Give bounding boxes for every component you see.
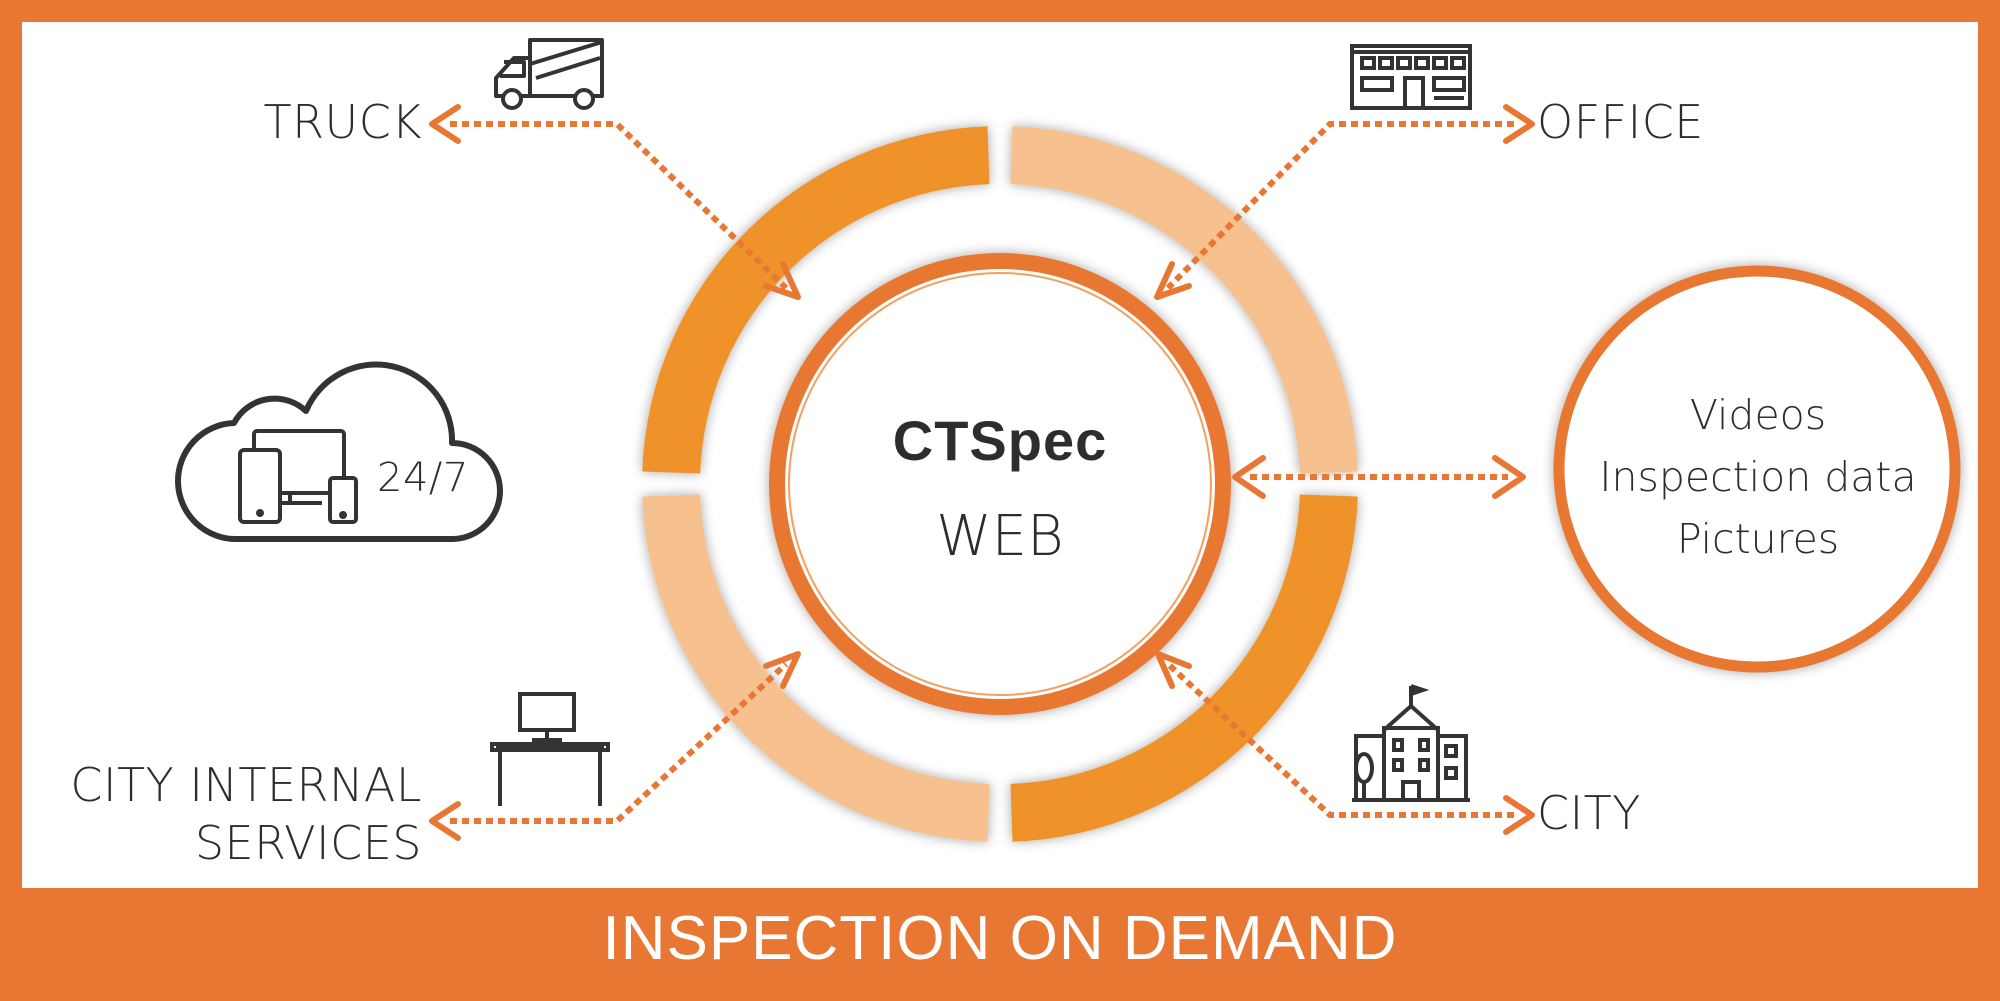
devices-icon xyxy=(238,429,358,524)
availability-caption: 24/7 xyxy=(377,455,469,501)
truck-arrowhead xyxy=(429,104,461,144)
internal-center-arrowhead xyxy=(763,651,801,689)
storage-item: Inspection data xyxy=(1599,453,1917,501)
office-center-arrowhead xyxy=(1154,261,1192,300)
outer-ring-segments xyxy=(642,126,1358,842)
storage-list: Videos Inspection data Pictures xyxy=(1558,384,1958,570)
footer-bar xyxy=(0,888,2000,1001)
ring-segment-3 xyxy=(642,494,990,842)
truck-icon xyxy=(494,38,604,110)
desk-computer-icon xyxy=(490,692,610,806)
ring-segment-2 xyxy=(1010,494,1358,842)
storage-ring xyxy=(1553,265,1961,673)
office-building-icon xyxy=(1350,44,1472,110)
internal-services-arrowhead xyxy=(429,801,461,841)
center-subtitle: WEB xyxy=(936,504,1064,569)
ring-segment-1 xyxy=(1010,126,1358,474)
storage-item: Pictures xyxy=(1676,515,1840,563)
ring-segment-4 xyxy=(642,126,990,474)
storage-left-arrowhead xyxy=(1232,455,1266,499)
internal-label-line-2: SERVICES xyxy=(194,816,422,870)
office-connector xyxy=(1165,121,1514,291)
city-hall-icon xyxy=(1352,684,1470,802)
storage-item: Videos xyxy=(1689,391,1827,439)
city-label: CITY xyxy=(1537,786,1641,840)
city-center-arrowhead xyxy=(1155,651,1192,689)
center-title: CTSpec xyxy=(892,409,1108,472)
center-ring xyxy=(769,253,1231,715)
footer-label: INSPECTION ON DEMAND xyxy=(602,904,1398,973)
center-ring-inner-line xyxy=(788,272,1212,696)
city-connector xyxy=(1165,661,1514,818)
truck-center-arrowhead xyxy=(763,261,801,300)
city-arrowhead xyxy=(1503,795,1535,835)
internal-label-line-1: CITY INTERNAL xyxy=(70,758,422,812)
office-label: OFFICE xyxy=(1537,95,1704,149)
office-arrowhead xyxy=(1503,104,1535,144)
truck-label: TRUCK xyxy=(263,95,422,149)
storage-right-arrowhead xyxy=(1492,455,1526,499)
city-internal-services-label: CITY INTERNAL SERVICES xyxy=(70,756,422,872)
cloud-devices-icon xyxy=(174,361,503,543)
